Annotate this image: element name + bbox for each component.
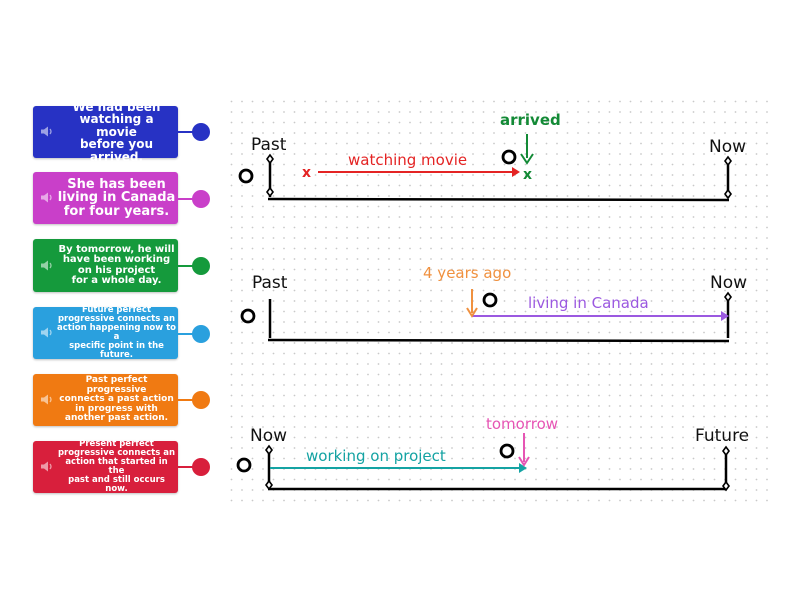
speaker-icon[interactable]	[40, 256, 54, 275]
drag-handle[interactable]	[192, 325, 210, 343]
card-text: Past perfect progressive connects a past…	[59, 375, 174, 424]
speaker-icon[interactable]	[40, 324, 54, 343]
dot-grid	[230, 100, 770, 502]
card-text: We had been watching a movie before you …	[72, 99, 161, 164]
card-4[interactable]: Past perfect progressive connects a past…	[33, 374, 178, 426]
card-5[interactable]: Present perfect progressive connects an …	[33, 439, 178, 494]
end-x-mark: x	[523, 167, 532, 183]
marker-label: arrived	[500, 111, 561, 129]
speaker-icon[interactable]	[40, 189, 54, 208]
action-arrowhead	[519, 463, 527, 473]
drag-handle[interactable]	[192, 458, 210, 476]
marker-label: tomorrow	[486, 415, 558, 433]
start-circle-marker	[240, 308, 256, 324]
card-0[interactable]: We had been watching a movie before you …	[33, 100, 178, 163]
end-label: Now	[710, 273, 747, 293]
card-text: Present perfect progressive connects an …	[57, 439, 176, 494]
drag-handle[interactable]	[192, 391, 210, 409]
action-arrowhead	[721, 311, 729, 321]
card-3[interactable]: Future perfect progressive connects an a…	[33, 305, 178, 360]
event-circle-marker	[499, 443, 515, 459]
start-circle-marker	[238, 168, 254, 184]
drag-handle[interactable]	[192, 257, 210, 275]
card-connector	[176, 466, 194, 468]
timeline-baseline	[267, 338, 730, 343]
start-x-mark: x	[302, 165, 311, 181]
end-label: Future	[695, 426, 749, 446]
start-diamond	[265, 444, 273, 491]
drag-handle[interactable]	[192, 190, 210, 208]
start-label: Now	[250, 426, 287, 446]
start-circle-marker	[236, 457, 252, 473]
card-connector	[176, 131, 194, 133]
card-text: Future perfect progressive connects an a…	[57, 305, 176, 360]
card-connector	[176, 333, 194, 335]
marker-label: 4 years ago	[423, 264, 511, 282]
start-label: Past	[252, 273, 288, 293]
action-label: working on project	[306, 447, 446, 465]
speaker-icon[interactable]	[40, 391, 54, 410]
marker-arrowhead	[520, 153, 534, 165]
marker-arrowhead	[466, 307, 478, 318]
action-label: living in Canada	[528, 294, 649, 312]
timeline-1: Past Now watching movie arrived x x	[238, 111, 746, 202]
speaker-icon[interactable]	[40, 123, 54, 142]
card-2[interactable]: By tomorrow, he will have been working o…	[33, 239, 178, 292]
timeline-2: Past Now living in Canada 4 years ago	[240, 264, 747, 343]
card-connector	[176, 399, 194, 401]
timeline-baseline	[267, 197, 730, 202]
card-connector	[176, 198, 194, 200]
speaker-icon[interactable]	[40, 458, 54, 477]
card-text: By tomorrow, he will have been working o…	[58, 243, 175, 286]
end-diamond	[724, 155, 732, 200]
end-diamond	[722, 445, 730, 492]
drag-handle[interactable]	[192, 123, 210, 141]
card-connector	[176, 265, 194, 267]
card-text: She has been living in Canada for four y…	[57, 176, 176, 219]
event-circle-marker	[501, 149, 517, 165]
event-circle-marker	[482, 292, 498, 308]
timeline-3: Now Future working on project tomorrow	[236, 415, 749, 492]
end-diamond	[724, 291, 732, 303]
marker-arrowhead	[518, 456, 530, 467]
end-label: Now	[709, 137, 746, 157]
start-label: Past	[251, 135, 287, 155]
card-1[interactable]: She has been living in Canada for four y…	[33, 172, 178, 224]
start-diamond	[266, 153, 274, 198]
action-label: watching movie	[348, 151, 467, 169]
action-arrowhead	[512, 167, 520, 177]
